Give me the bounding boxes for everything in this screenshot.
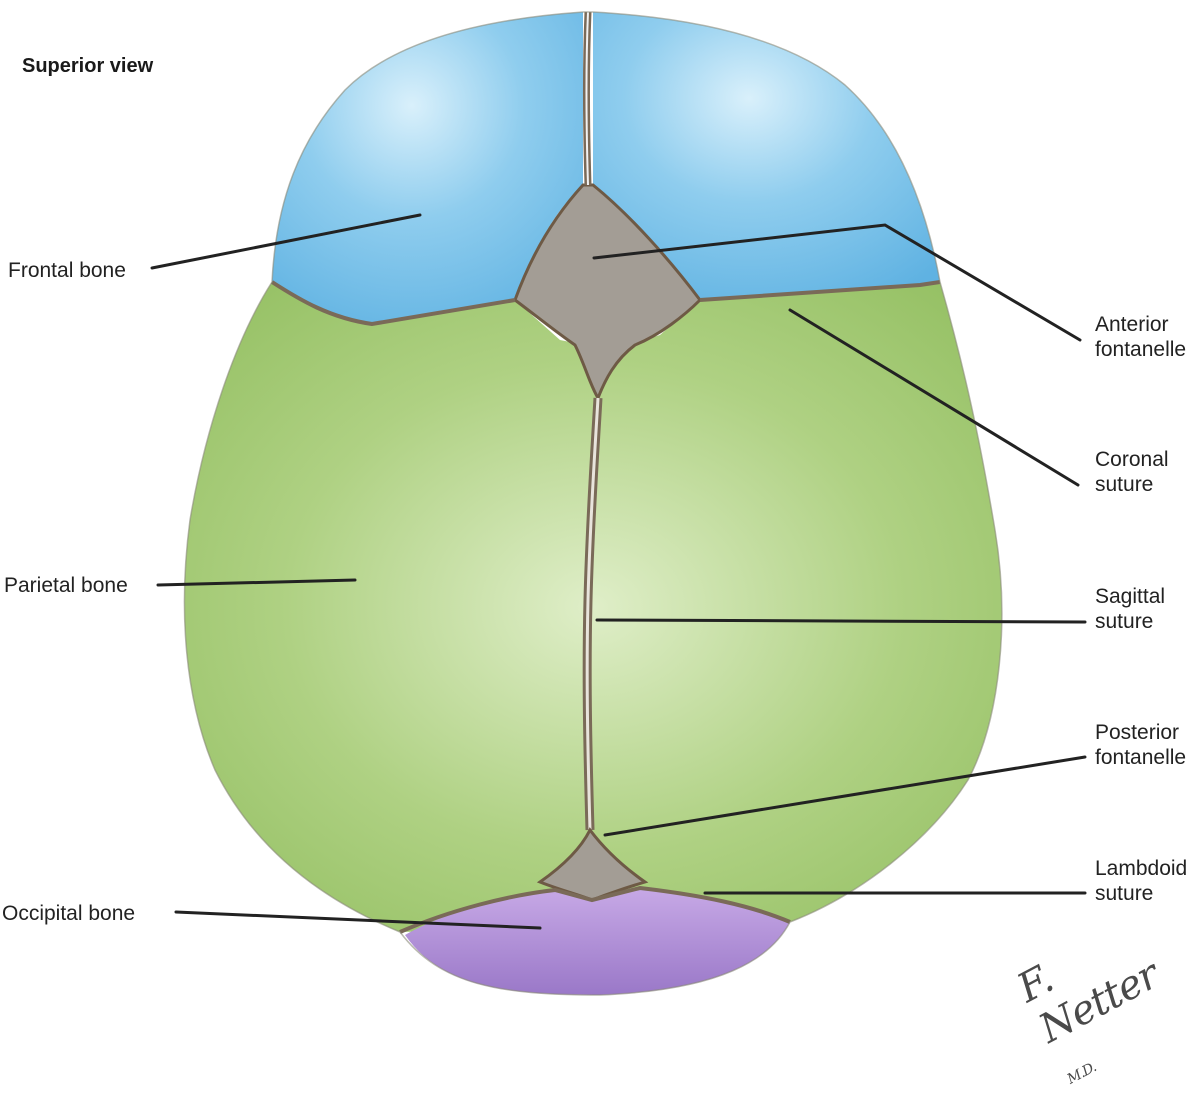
coronal-suture-label: Coronal suture (1095, 447, 1169, 497)
coronal-suture-label-line1: Coronal (1095, 448, 1169, 471)
parietal-bone-label: Parietal bone (4, 574, 128, 597)
skull-diagram: Superior view Frontal bone Parietal bone… (2, 11, 1187, 1088)
lambdoid-suture-label: Lambdoid suture (1095, 856, 1187, 906)
anterior-fontanelle-label: Anterior fontanelle (1095, 312, 1186, 362)
anterior-fontanelle-label-line2: fontanelle (1095, 338, 1187, 361)
frontal-bone-label: Frontal bone (8, 259, 126, 282)
lambdoid-suture-label-line2: suture (1095, 882, 1154, 905)
posterior-fontanelle-label: Posterior fontanelle (1095, 720, 1186, 770)
coronal-suture-label-line2: suture (1095, 473, 1154, 496)
sagittal-suture-label: Sagittal suture (1095, 584, 1165, 634)
skull-illustration (150, 11, 1087, 996)
frontal-bone-left-shape (272, 12, 583, 324)
posterior-fontanelle-label-line1: Posterior (1095, 721, 1180, 744)
occipital-bone-leader (174, 910, 542, 930)
parietal-bone-leader (156, 578, 357, 587)
anterior-fontanelle-label-line1: Anterior (1095, 313, 1169, 336)
frontal-bone-leader (150, 213, 422, 270)
posterior-fontanelle-label-line2: fontanelle (1095, 746, 1187, 769)
anterior-fontanelle-shape (513, 183, 702, 402)
sagittal-suture-leader (595, 618, 1087, 624)
sagittal-suture-label-line1: Sagittal (1095, 585, 1166, 608)
anterior-fontanelle-leader (592, 223, 1082, 342)
posterior-fontanelle-leader (603, 755, 1087, 837)
lambdoid-suture-label-line1: Lambdoid (1095, 857, 1188, 880)
occipital-bone-label: Occipital bone (2, 902, 136, 925)
view-title: Superior view (22, 55, 154, 77)
parietal-bone-shape (184, 282, 1002, 932)
sagittal-suture-label-line2: suture (1095, 610, 1154, 633)
occipital-bone-shape (405, 888, 790, 995)
coronal-suture-leader (788, 308, 1080, 487)
